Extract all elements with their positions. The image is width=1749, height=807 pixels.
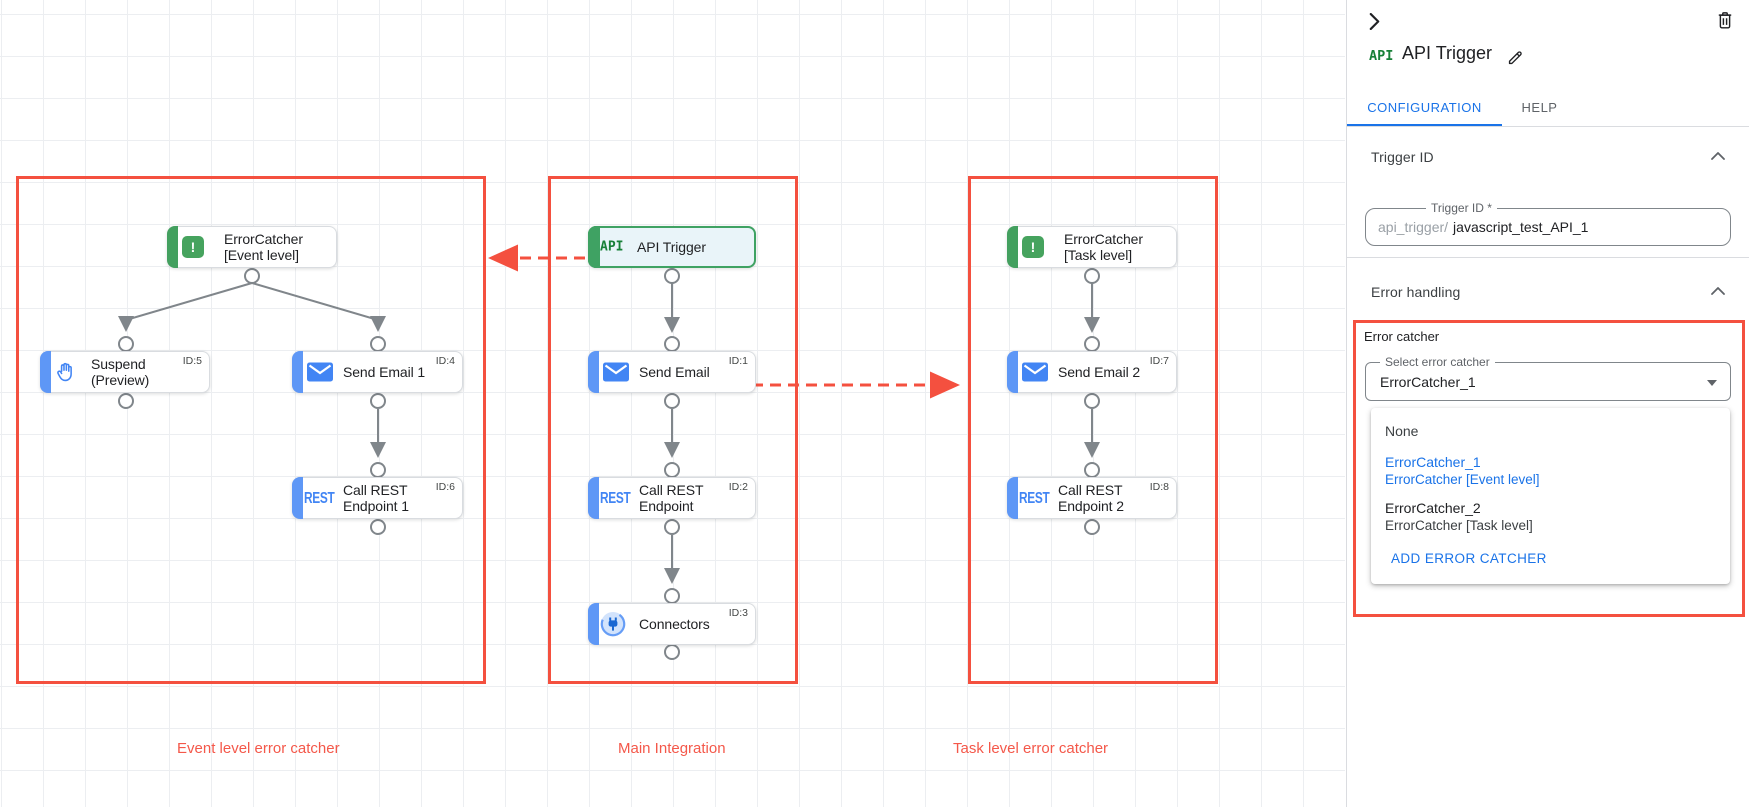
collapse-section-icon[interactable] [1711,286,1725,295]
dropdown-option-none[interactable]: None [1385,423,1419,439]
task-id: ID:6 [435,481,455,493]
trigger-id-value: javascript_test_API_1 [1453,219,1589,235]
accent-bar [292,477,303,519]
panel-title: API Trigger [1402,43,1493,63]
dropdown-option-errorcatcher-2[interactable]: ErrorCatcher_2 [1385,500,1481,516]
hand-icon [55,361,77,384]
connectors-icon [600,611,626,637]
task-id: ID:4 [435,355,455,367]
node-api-trigger[interactable]: API API Trigger [588,226,756,268]
trigger-id-field[interactable]: Trigger ID * api_trigger/ javascript_tes… [1365,201,1731,246]
node-send-email-2[interactable]: Send Email 2 ID:7 [1007,351,1177,393]
annotation-box-event-level [16,176,486,684]
node-connectors[interactable]: Connectors ID:3 [588,603,756,645]
connector-edges [118,244,1100,660]
dropdown-arrow-icon [1707,380,1717,386]
node-error-catcher-event[interactable]: ! ErrorCatcher[Event level] [167,226,337,268]
section-header-trigger-id: Trigger ID [1371,149,1434,165]
group-label-event-level: Event level error catcher [177,740,340,757]
trigger-id-prefix: api_trigger/ [1378,219,1449,235]
add-error-catcher-button[interactable]: ADD ERROR CATCHER [1391,551,1547,566]
accent-bar [167,226,178,268]
accent-bar [1007,226,1018,268]
accent-bar [1007,351,1018,393]
divider [1347,126,1749,127]
group-label-task-level: Task level error catcher [953,740,1109,757]
rest-icon: REST [304,489,335,507]
accent-bar [1007,477,1018,519]
accent-bar [588,477,599,519]
error-catcher-label: Error catcher [1364,329,1440,344]
accent-bar [588,603,599,645]
config-panel: API API Trigger CONFIGURATION HELP Trigg… [1346,0,1749,807]
edit-icon[interactable] [1507,49,1524,66]
dropdown-option-errorcatcher-2-sub[interactable]: ErrorCatcher [Task level] [1385,518,1533,533]
group-label-main-integration: Main Integration [618,740,726,757]
task-id: ID:7 [1149,355,1169,367]
accent-bar [588,226,600,268]
error-catcher-select[interactable]: Select error catcher ErrorCatcher_1 [1365,355,1731,401]
collapse-panel-icon[interactable] [1369,13,1380,30]
task-id: ID:3 [728,607,748,619]
rest-icon: REST [600,489,631,507]
active-tab-indicator [1347,124,1502,127]
task-id: ID:2 [728,481,748,493]
api-badge-icon: API [1369,48,1394,64]
tab-configuration[interactable]: CONFIGURATION [1367,99,1482,115]
divider [1347,257,1749,258]
select-value: ErrorCatcher_1 [1380,373,1476,390]
node-send-email[interactable]: Send Email ID:1 [588,351,756,393]
error-catcher-icon: ! [1022,236,1044,258]
section-header-error-handling: Error handling [1371,284,1461,300]
mail-icon [1022,362,1048,382]
trigger-id-field-label: Trigger ID * [1426,201,1497,215]
dropdown-option-errorcatcher-1[interactable]: ErrorCatcher_1 [1385,454,1481,470]
accent-bar [40,351,51,393]
select-label: Select error catcher [1380,355,1495,369]
tab-help[interactable]: HELP [1521,99,1558,115]
workflow-canvas[interactable]: ! ErrorCatcher[Event level] Suspend(Prev… [0,0,1345,807]
node-send-email-1[interactable]: Send Email 1 ID:4 [292,351,463,393]
task-id: ID:8 [1149,481,1169,493]
dropdown-option-errorcatcher-1-sub[interactable]: ErrorCatcher [Event level] [1385,472,1540,487]
node-error-catcher-task[interactable]: ! ErrorCatcher[Task level] [1007,226,1177,268]
annotation-box-task-level [968,176,1218,684]
delete-icon[interactable] [1717,11,1733,29]
collapse-section-icon[interactable] [1711,151,1725,160]
mail-icon [603,362,629,382]
accent-bar [292,351,303,393]
error-catcher-icon: ! [182,236,204,258]
mail-icon [307,362,333,382]
annotation-box-main-integration [548,176,798,684]
annotation-box-error-catcher [1353,320,1745,617]
task-id: ID:5 [182,355,202,367]
accent-bar [588,351,599,393]
task-id: ID:1 [728,355,748,367]
error-catcher-dropdown: None ErrorCatcher_1 ErrorCatcher [Event … [1371,408,1730,584]
node-suspend[interactable]: Suspend(Preview) ID:5 [40,351,210,393]
api-icon: API [600,239,624,255]
rest-icon: REST [1019,489,1050,507]
